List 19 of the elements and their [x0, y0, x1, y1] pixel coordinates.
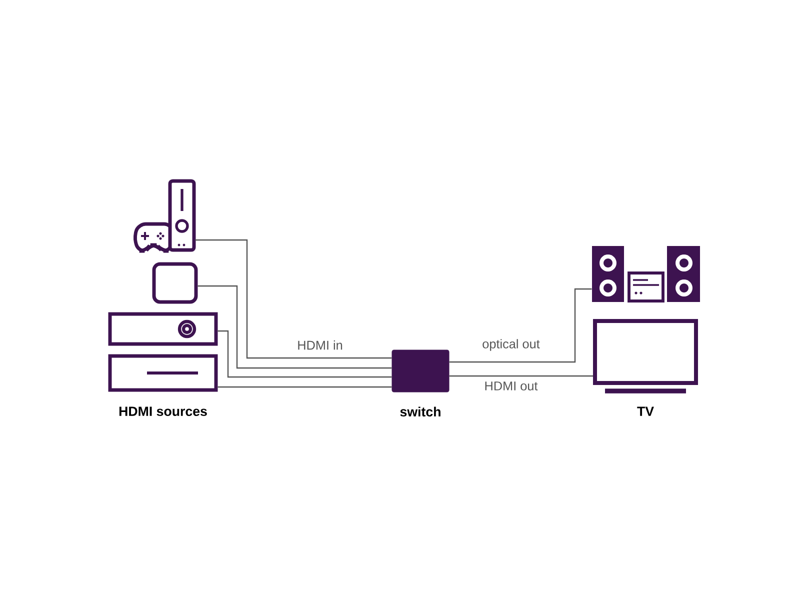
switch-box: [392, 350, 450, 392]
game-console-drawing: [133, 179, 196, 253]
cable: [218, 330, 392, 378]
cable: [218, 386, 392, 388]
edge-label: HDMI out: [482, 380, 540, 392]
stereo-drawing: [592, 246, 700, 302]
cable: [449, 375, 593, 377]
receiver-box: [108, 312, 218, 346]
tv-drawing: [593, 319, 698, 394]
edge-label: HDMI in: [296, 339, 344, 351]
device-caption: switch: [400, 406, 440, 416]
cable: [449, 288, 592, 363]
player-box: [108, 354, 218, 392]
device-caption: TV: [637, 406, 654, 416]
cable: [198, 285, 392, 369]
cable: [195, 239, 392, 359]
edge-label: optical out: [480, 338, 542, 352]
group-caption: HDMI sources: [119, 406, 207, 416]
streaming-box: [152, 262, 198, 304]
